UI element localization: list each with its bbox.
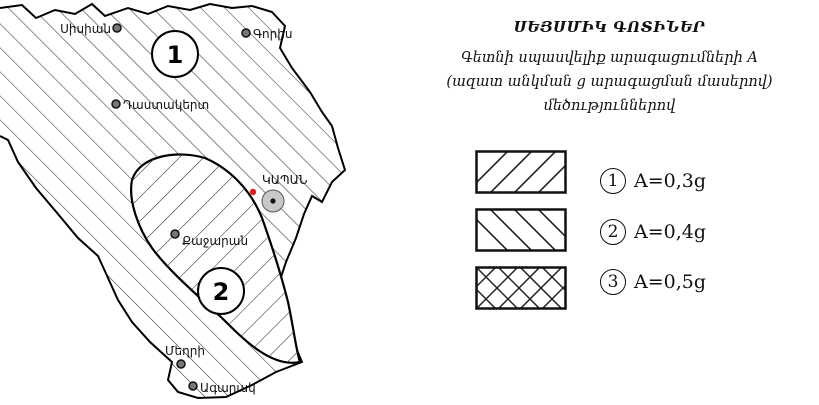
kapan-red-dot — [249, 188, 257, 196]
legend-title: ՍԵՅՍՄԻԿ ԳՈՏԻՆԵՐ — [513, 18, 706, 36]
zone-2-label: 2 — [197, 267, 245, 315]
svg-text:Մեղրի: Մեղրի — [165, 344, 205, 358]
legend-row-zone-2: 2 A=0,4g — [600, 212, 706, 252]
city-sisian: Սիսիան — [60, 22, 122, 36]
city-goris: Գորիս — [241, 27, 292, 41]
legend-swatch-zone-3 — [475, 266, 567, 310]
zone-3-number: 3 — [600, 269, 626, 295]
svg-text:Դաստակերտ: Դաստակերտ — [123, 98, 209, 112]
svg-text:ԿԱՊԱՆ: ԿԱՊԱՆ — [262, 173, 308, 187]
zone-2-value: A=0,4g — [634, 221, 707, 243]
legend-subtitle-line-1: Գետնի սպասվելիք արագացումների A — [461, 50, 758, 66]
svg-text:Սիսիան: Սիսիան — [60, 22, 111, 36]
legend-row-zone-3: 3 A=0,5g — [600, 262, 706, 302]
seismic-zone-map: 1 2 Սիսիան Գորիս Դաստակերտ ԿԱՊԱՆ Քաջարան… — [0, 2, 347, 400]
zone-1-label: 1 — [151, 30, 199, 78]
svg-text:1: 1 — [167, 41, 184, 69]
city-kajaran: Քաջարան — [170, 229, 248, 248]
city-dastakert: Դաստակերտ — [111, 98, 209, 112]
city-agarak: Ագարակ — [188, 381, 256, 395]
svg-text:2: 2 — [213, 278, 230, 306]
zone-1-number: 1 — [600, 168, 626, 194]
region-border — [0, 2, 347, 400]
svg-text:Քաջարան: Քաջարան — [182, 234, 248, 248]
svg-text:Ագարակ: Ագարակ — [200, 381, 256, 395]
legend-swatch-zone-1 — [475, 150, 567, 194]
legend-subtitle-line-3: մեծություններով — [543, 98, 676, 114]
legend-row-zone-1: 1 A=0,3g — [600, 161, 706, 201]
svg-text:Գորիս: Գորիս — [253, 27, 292, 41]
legend-swatch-zone-2 — [475, 208, 567, 252]
zone-3-value: A=0,5g — [634, 271, 707, 293]
zone-2-number: 2 — [600, 219, 626, 245]
city-kapan: ԿԱՊԱՆ — [261, 173, 308, 213]
legend: ՍԵՅՍՄԻԿ ԳՈՏԻՆԵՐ Գետնի սպասվելիք արագացու… — [400, 0, 819, 405]
legend-subtitle-line-2: (ազատ անկման g արագացման մասերով) — [446, 74, 773, 90]
zone-1-value: A=0,3g — [634, 170, 707, 192]
city-meghri: Մեղրի — [165, 344, 205, 369]
